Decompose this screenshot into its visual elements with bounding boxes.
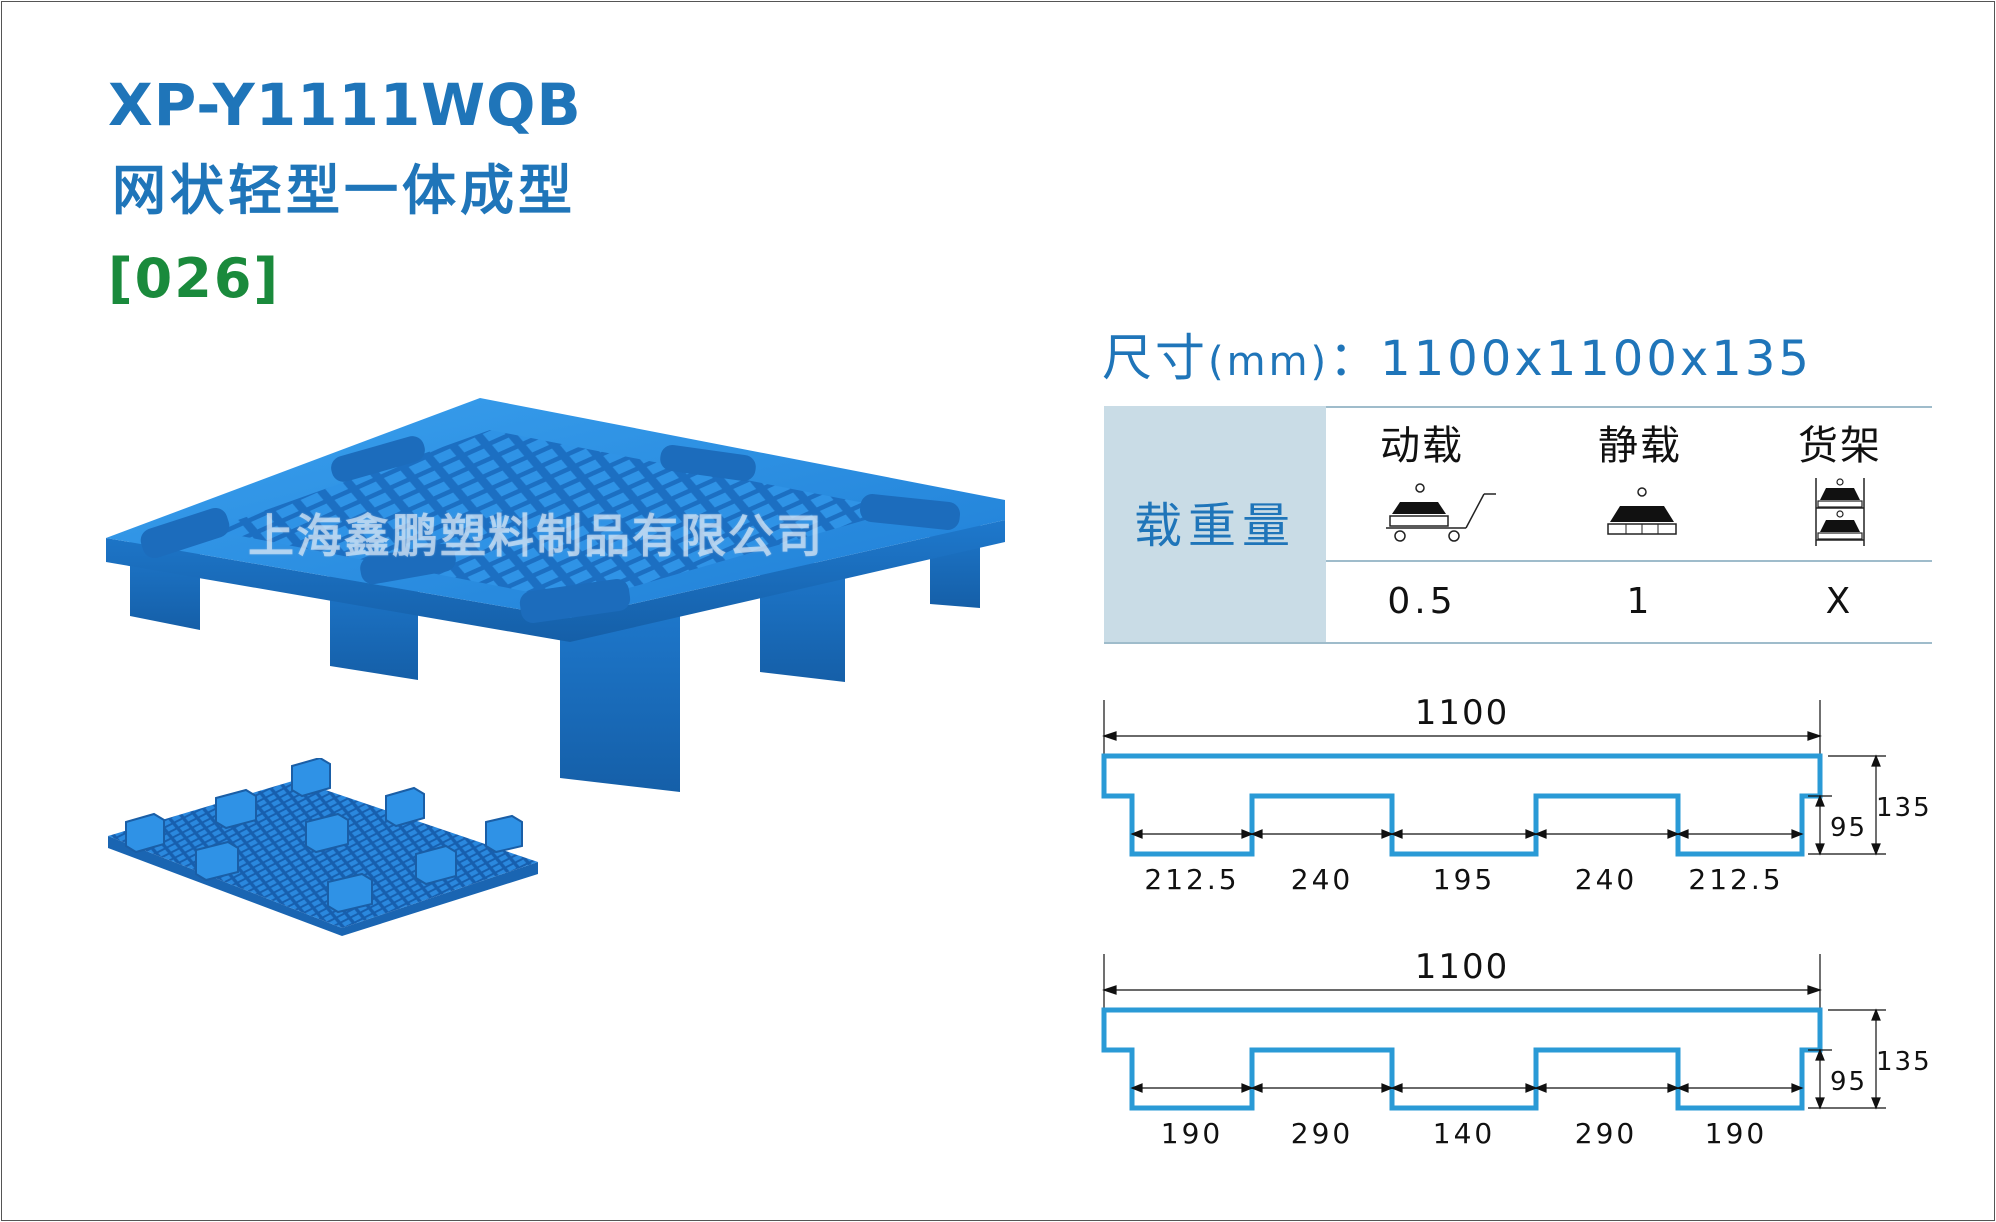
segment-label: 212.5 xyxy=(1144,863,1239,896)
static-load-value: 1 xyxy=(1626,581,1654,622)
side-profile-drawing-2: 1100 190 290 140 290 190 95 135 xyxy=(1101,947,1932,1150)
load-row-header: 载重量 xyxy=(1133,498,1296,554)
dimensions-separator: ： xyxy=(1329,331,1381,387)
pallet-slot xyxy=(859,494,961,530)
pallet-profile-outline xyxy=(1101,753,1823,857)
racking-load-icon xyxy=(1815,478,1865,546)
segment-label: 140 xyxy=(1433,1117,1495,1150)
pallet-slot xyxy=(331,436,425,482)
segment-label: 240 xyxy=(1291,863,1353,896)
dimensions-label: 尺寸 xyxy=(1102,329,1208,387)
bottom-block xyxy=(327,872,373,914)
bottom-block xyxy=(305,812,349,854)
table-top-rule xyxy=(1104,406,1932,408)
table-bottom-rule xyxy=(1104,642,1932,644)
overall-length-label: 1100 xyxy=(1415,947,1510,987)
dynamic-load-cart-icon xyxy=(1386,483,1496,542)
bottom-block xyxy=(385,786,425,828)
dimensions-value: 1100x1100x135 xyxy=(1380,331,1812,387)
static-load-icon xyxy=(1607,487,1677,535)
bottom-block xyxy=(125,812,165,854)
dimensions-heading: 尺寸(mm)：1100x1100x135 xyxy=(1102,326,1812,394)
inner-height-label: 95 xyxy=(1830,813,1867,843)
bottom-block xyxy=(415,844,457,886)
total-height-label: 135 xyxy=(1876,793,1932,823)
segment-label: 190 xyxy=(1161,1117,1223,1150)
dynamic-load-value: 0.5 xyxy=(1387,581,1457,622)
static-load-title: 静载 xyxy=(1598,423,1682,469)
dynamic-load-title: 动载 xyxy=(1380,423,1464,469)
pallet-slot xyxy=(660,444,756,482)
product-name: 网状轻型一体成型 xyxy=(112,159,576,222)
segment-label: 195 xyxy=(1433,863,1495,896)
pallet-slot xyxy=(519,579,631,623)
pallet-leg xyxy=(560,602,680,792)
side-profile-drawing-1: 1100 212.5 240 195 240 212.5 95 135 xyxy=(1101,693,1932,896)
segment-label: 290 xyxy=(1291,1117,1353,1150)
pallet-photo-bottom xyxy=(108,758,538,936)
segment-label: 290 xyxy=(1575,1117,1637,1150)
total-height-label: 135 xyxy=(1876,1047,1932,1077)
segment-label: 212.5 xyxy=(1688,863,1783,896)
bottom-block xyxy=(195,840,239,882)
product-model: XP-Y1111WQB xyxy=(108,71,582,139)
bottom-block xyxy=(215,788,257,830)
racking-load-value: X xyxy=(1825,581,1855,622)
pallet-slot xyxy=(140,507,230,559)
segment-label: 240 xyxy=(1575,863,1637,896)
company-watermark: 上海鑫鹏塑料制品有限公司 xyxy=(248,509,824,563)
segment-label: 190 xyxy=(1705,1117,1767,1150)
dimensions-unit: (mm) xyxy=(1208,339,1330,385)
pallet-slot xyxy=(360,543,456,585)
product-code: [026] xyxy=(108,247,281,310)
load-capacity-table: 载重量 动载 静载 货架 0.5 1 X xyxy=(1104,406,1932,644)
table-middle-rule xyxy=(1326,560,1932,562)
pallet-photo-main xyxy=(106,398,1005,792)
inner-height-label: 95 xyxy=(1830,1067,1867,1097)
bottom-block xyxy=(291,758,331,798)
racking-load-title: 货架 xyxy=(1798,423,1882,469)
load-row-header-cell: 载重量 xyxy=(1104,406,1326,644)
pallet-profile-outline xyxy=(1101,1007,1823,1111)
overall-length-label: 1100 xyxy=(1415,693,1510,733)
bottom-block xyxy=(485,814,523,854)
bottom-deck-top xyxy=(108,780,538,928)
